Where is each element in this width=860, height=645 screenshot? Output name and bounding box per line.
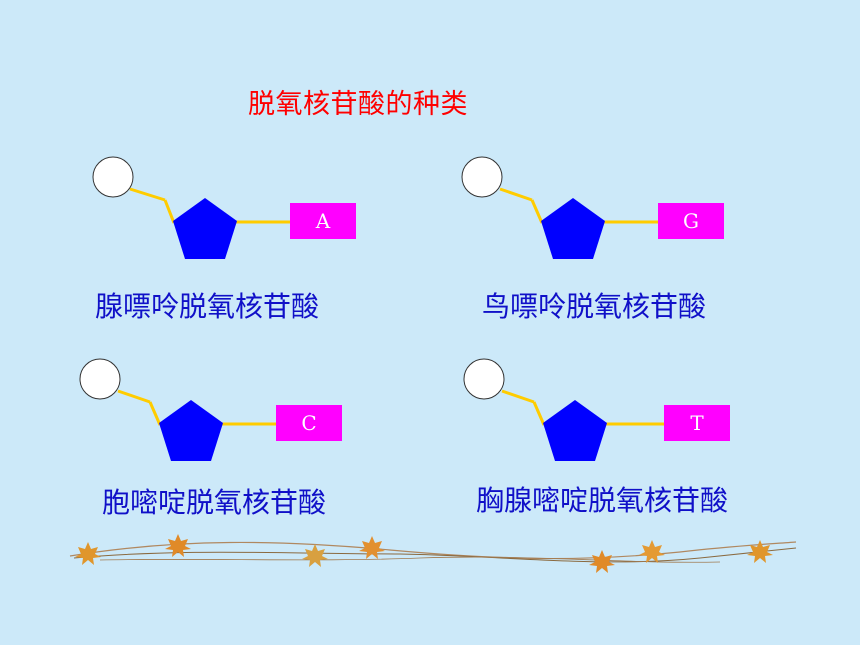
phosphate-bond xyxy=(499,187,533,202)
phosphate-icon xyxy=(463,358,505,400)
deoxyribose-pentagon-icon xyxy=(541,198,605,259)
nucleotide-adenine: A 腺嘌呤脱氧核苷酸 xyxy=(90,155,490,355)
nucleotide-thymine: T 胸腺嘧啶脱氧核苷酸 xyxy=(462,357,860,557)
phosphate-icon xyxy=(461,156,503,198)
nucleotide-cytosine: C 胞嘧啶脱氧核苷酸 xyxy=(78,357,478,557)
phosphate-bond xyxy=(163,199,176,224)
maple-leaf-garland-icon xyxy=(69,534,797,573)
base-label: T xyxy=(664,405,730,441)
base-label: A xyxy=(290,203,356,239)
phosphate-icon xyxy=(92,156,134,198)
phosphate-bond xyxy=(501,389,535,404)
nucleotide-guanine: G 鸟嘌呤脱氧核苷酸 xyxy=(460,155,860,355)
phosphate-bond xyxy=(148,401,162,426)
deoxyribose-pentagon-icon xyxy=(543,400,607,461)
phosphate-bond xyxy=(532,401,546,426)
phosphate-icon xyxy=(79,358,121,400)
nucleotide-name: 腺嘌呤脱氧核苷酸 xyxy=(95,290,320,323)
nucleotide-structure xyxy=(92,156,290,259)
page-title: 脱氧核苷酸的种类 xyxy=(248,89,468,120)
deoxyribose-pentagon-icon xyxy=(159,400,223,461)
base-label: C xyxy=(276,405,342,441)
nucleotide-name: 胞嘧啶脱氧核苷酸 xyxy=(102,486,327,519)
nucleotide-structure xyxy=(79,358,276,461)
phosphate-bond xyxy=(530,199,544,224)
phosphate-bond xyxy=(117,389,151,404)
nucleotide-structure xyxy=(463,358,664,461)
nucleotide-name: 胸腺嘧啶脱氧核苷酸 xyxy=(476,484,729,517)
deoxyribose-pentagon-icon xyxy=(173,198,237,259)
nucleotide-name: 鸟嘌呤脱氧核苷酸 xyxy=(482,290,707,323)
base-label: G xyxy=(658,203,724,239)
nucleotide-structure xyxy=(461,156,658,259)
phosphate-bond xyxy=(129,187,166,202)
